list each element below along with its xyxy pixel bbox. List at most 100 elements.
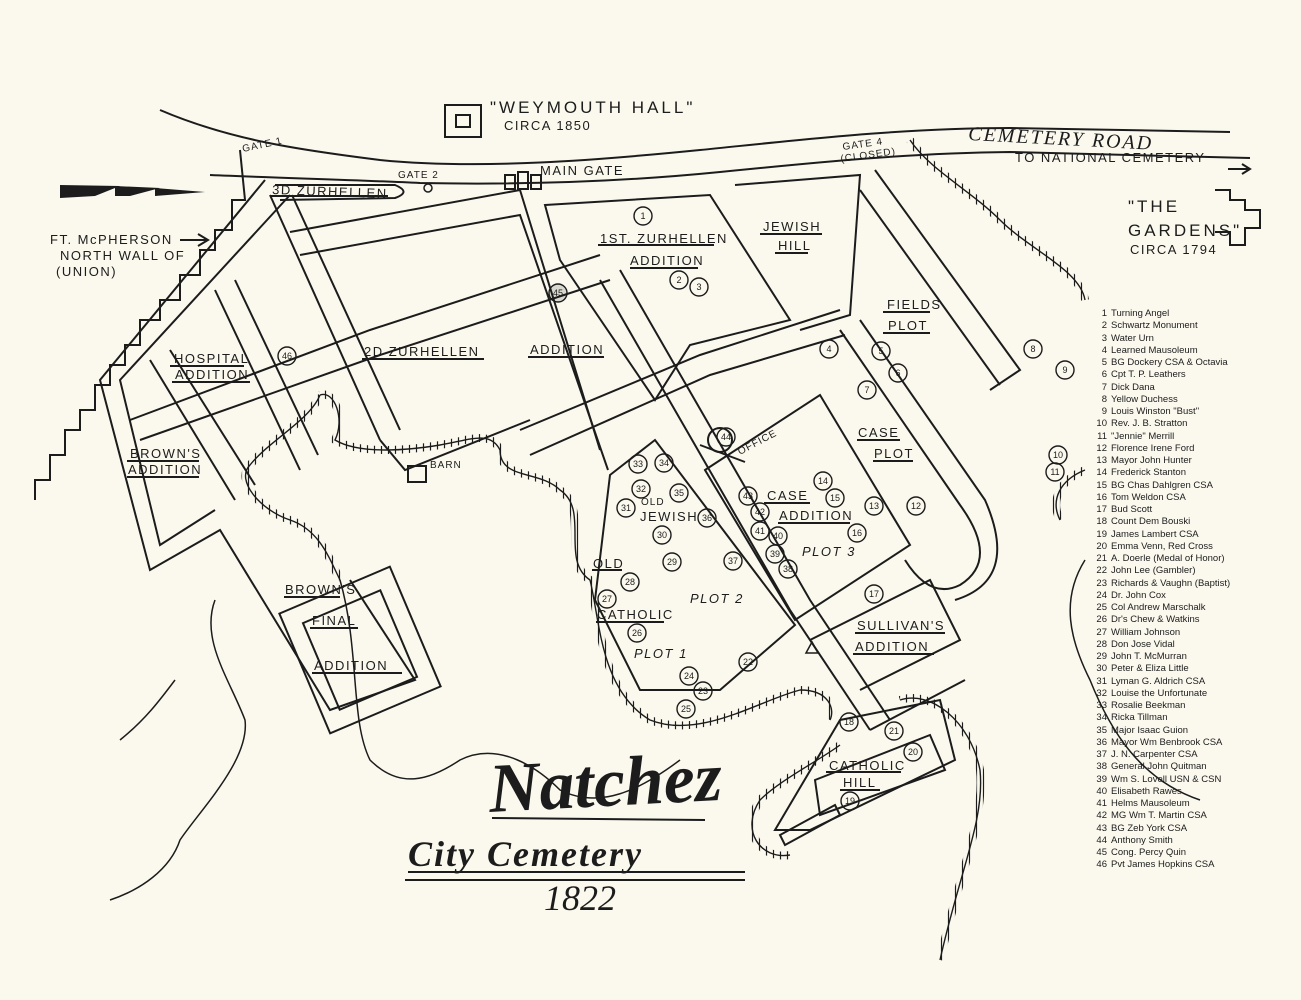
legend-name: General John Quitman bbox=[1111, 761, 1207, 773]
fort-arrow-icon bbox=[180, 233, 210, 247]
junction-triangle-icon bbox=[804, 640, 820, 654]
legend-name: Yellow Duchess bbox=[1111, 393, 1178, 405]
marker-num: 35 bbox=[674, 488, 684, 498]
marker-37[interactable] bbox=[723, 551, 743, 571]
marker-34[interactable] bbox=[654, 453, 674, 473]
legend-number: 29 bbox=[1096, 651, 1107, 662]
marker-26[interactable] bbox=[627, 623, 647, 643]
marker-13[interactable] bbox=[864, 496, 884, 516]
marker-40[interactable] bbox=[768, 526, 788, 546]
marker-29[interactable] bbox=[662, 552, 682, 572]
marker-num: 8 bbox=[1030, 344, 1035, 354]
marker-30[interactable] bbox=[652, 525, 672, 545]
marker-24[interactable] bbox=[679, 666, 699, 686]
legend-number: 7 bbox=[1101, 381, 1107, 393]
marker-17[interactable] bbox=[864, 584, 884, 604]
legend-number: 5 bbox=[1101, 357, 1107, 368]
marker-27[interactable] bbox=[597, 589, 617, 609]
marker-num: 4 bbox=[826, 344, 831, 354]
legend-number: 27 bbox=[1096, 626, 1107, 638]
browns-final-label-1: BROWN'S bbox=[285, 582, 356, 597]
marker-28[interactable] bbox=[620, 572, 640, 592]
marker-38[interactable] bbox=[778, 559, 798, 579]
marker-19[interactable] bbox=[840, 791, 860, 811]
marker-4[interactable] bbox=[819, 339, 839, 359]
legend-number: 41 bbox=[1096, 798, 1107, 809]
marker-6[interactable] bbox=[888, 363, 908, 383]
marker-46[interactable] bbox=[277, 346, 297, 366]
main-gate-icon bbox=[504, 171, 542, 190]
marker-11[interactable] bbox=[1045, 462, 1065, 482]
marker-20[interactable] bbox=[903, 742, 923, 762]
legend-name: J. N. Carpenter CSA bbox=[1111, 749, 1198, 760]
legend-name: MG Wm T. Martin CSA bbox=[1111, 810, 1207, 822]
catholic-hill-label-1: CATHOLIC bbox=[829, 758, 906, 773]
legend-number: 36 bbox=[1096, 736, 1107, 748]
marker-33[interactable] bbox=[628, 454, 648, 474]
marker-23[interactable] bbox=[693, 681, 713, 701]
marker-1[interactable] bbox=[633, 206, 653, 226]
marker-41[interactable] bbox=[750, 521, 770, 541]
marker-32[interactable] bbox=[631, 479, 651, 499]
main-gate-label: MAIN GATE bbox=[540, 163, 624, 178]
marker-22[interactable] bbox=[738, 652, 758, 672]
plot1-label: PLOT 1 bbox=[634, 646, 688, 661]
marker-35[interactable] bbox=[669, 483, 689, 503]
legend-number: 46 bbox=[1096, 859, 1107, 871]
national-arrow-icon bbox=[1228, 163, 1252, 175]
legend-number: 40 bbox=[1096, 785, 1107, 797]
marker-25[interactable] bbox=[676, 699, 696, 719]
marker-21[interactable] bbox=[884, 721, 904, 741]
legend-name: Elisabeth Rawes bbox=[1111, 785, 1182, 797]
marker-42[interactable] bbox=[750, 502, 770, 522]
legend-number: 18 bbox=[1096, 516, 1107, 528]
hospital-label-2: ADDITION bbox=[175, 367, 249, 382]
legend-number: 25 bbox=[1096, 602, 1107, 613]
marker-18[interactable] bbox=[839, 712, 859, 732]
marker-8[interactable] bbox=[1023, 339, 1043, 359]
marker-9[interactable] bbox=[1055, 360, 1075, 380]
marker-num: 40 bbox=[773, 531, 783, 541]
legend-number: 9 bbox=[1101, 406, 1107, 417]
plot3-label: PLOT 3 bbox=[802, 544, 856, 559]
fort-label-2: NORTH WALL OF bbox=[60, 248, 185, 263]
legend-number: 4 bbox=[1101, 344, 1107, 356]
marker-31[interactable] bbox=[616, 498, 636, 518]
marker-44[interactable] bbox=[716, 427, 736, 447]
marker-2[interactable] bbox=[669, 270, 689, 290]
marker-5[interactable] bbox=[871, 341, 891, 361]
marker-3[interactable] bbox=[689, 277, 709, 297]
marker-12[interactable] bbox=[906, 496, 926, 516]
addition-label: ADDITION bbox=[530, 342, 604, 357]
legend-number: 30 bbox=[1096, 663, 1107, 675]
legend-number: 10 bbox=[1096, 418, 1107, 430]
legend-number: 35 bbox=[1096, 724, 1107, 736]
marker-num: 39 bbox=[770, 549, 780, 559]
marker-45[interactable] bbox=[548, 283, 568, 303]
marker-43[interactable] bbox=[738, 486, 758, 506]
legend-number: 17 bbox=[1096, 504, 1107, 515]
legend-number: 13 bbox=[1096, 455, 1107, 466]
marker-14[interactable] bbox=[813, 471, 833, 491]
marker-15[interactable] bbox=[825, 488, 845, 508]
national-cemetery-label: TO NATIONAL CEMETERY bbox=[1015, 150, 1206, 165]
marker-16[interactable] bbox=[847, 523, 867, 543]
marker-num: 10 bbox=[1053, 450, 1063, 460]
legend-number: 12 bbox=[1096, 442, 1107, 454]
fort-label-1: FT. McPHERSON bbox=[50, 232, 173, 247]
marker-36[interactable] bbox=[697, 508, 717, 528]
legend-number: 42 bbox=[1096, 810, 1107, 822]
marker-7[interactable] bbox=[857, 380, 877, 400]
marker-num: 15 bbox=[830, 493, 840, 503]
marker-num: 42 bbox=[755, 507, 765, 517]
legend-number: 19 bbox=[1096, 528, 1107, 540]
